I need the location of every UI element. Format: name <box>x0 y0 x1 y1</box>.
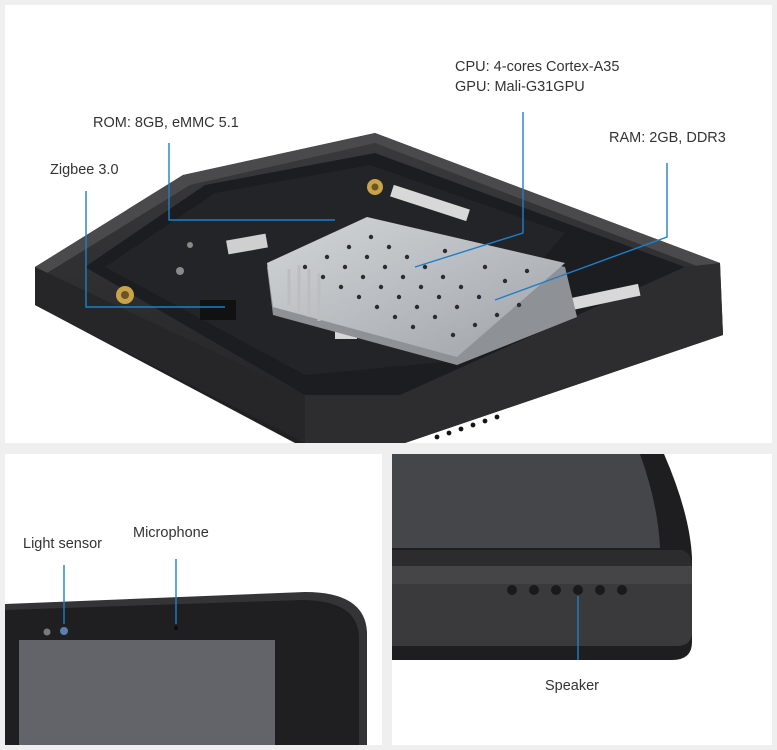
microphone-hole <box>174 626 178 630</box>
speaker-label: Speaker <box>545 678 600 694</box>
ram-callout-line <box>494 163 668 301</box>
device-side-wall <box>392 566 692 646</box>
callout-lines <box>85 112 668 308</box>
internal-board-illustration <box>35 112 723 443</box>
side-edge-view: Speaker <box>392 454 772 745</box>
cpu-callout-line <box>414 112 524 268</box>
light-sensor-label: Light sensor <box>23 536 102 552</box>
front-bezel-view: Light sensor Microphone <box>5 454 382 745</box>
sensor-dot-left <box>43 628 51 636</box>
display-screen <box>19 640 275 745</box>
pin-header <box>287 265 321 321</box>
ram-label: RAM: 2GB, DDR3 <box>609 130 726 146</box>
gpu-label: GPU: Mali-G31GPU <box>455 79 585 95</box>
side-edge-illustration <box>392 454 692 660</box>
rom-label: ROM: 8GB, eMMC 5.1 <box>93 115 239 131</box>
zigbee-callout-line <box>85 191 225 308</box>
rom-callout-line <box>168 143 335 221</box>
display-screen-edge <box>392 454 660 548</box>
bezel-callout-lines <box>63 559 177 624</box>
internal-board-view: CPU: 4-cores Cortex-A35 GPU: Mali-G31GPU… <box>5 5 772 443</box>
rf-shield-can <box>267 217 577 365</box>
speaker-holes <box>507 585 627 595</box>
light-sensor-dot <box>60 627 68 635</box>
front-bezel-illustration <box>5 559 367 745</box>
cpu-label: CPU: 4-cores Cortex-A35 <box>455 59 620 75</box>
zigbee-label: Zigbee 3.0 <box>50 162 119 178</box>
microphone-label: Microphone <box>133 525 209 541</box>
speaker-grille-holes <box>434 414 500 440</box>
